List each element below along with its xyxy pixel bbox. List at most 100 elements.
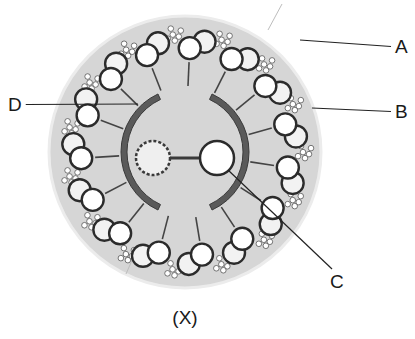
small-cell (131, 43, 137, 49)
small-cell (85, 74, 91, 80)
spoke-line (129, 204, 144, 223)
bundle-circle (254, 75, 276, 97)
central-bar (170, 157, 200, 160)
bundle-group (165, 217, 213, 278)
leader-line (228, 170, 332, 269)
small-cell (219, 261, 225, 267)
bundle-circle (191, 244, 213, 266)
small-cell (298, 193, 304, 199)
spoke-line (152, 68, 161, 90)
bundle-group (249, 113, 314, 161)
bundle-circle (277, 157, 299, 179)
bundle-circle (70, 147, 92, 169)
small-cell (170, 267, 176, 273)
small-cell (221, 43, 227, 49)
small-cell (65, 119, 71, 125)
small-cell (75, 170, 81, 176)
small-cell (302, 155, 308, 161)
bundle-circle (77, 104, 99, 126)
small-cell (295, 153, 301, 159)
small-cell (263, 68, 269, 74)
spoke-line (105, 182, 126, 193)
small-cell (168, 261, 174, 267)
small-cell (172, 38, 178, 44)
small-cell (214, 265, 220, 271)
bundle-group (236, 75, 304, 113)
bundle-circle (100, 68, 122, 90)
bundle-group (214, 207, 254, 273)
small-cell (172, 273, 178, 279)
small-cell (62, 178, 68, 184)
spoke-line (121, 89, 138, 106)
small-cell (121, 245, 127, 251)
leader-line (26, 103, 138, 105)
bundle-circle (109, 222, 131, 244)
spoke-line (249, 128, 272, 134)
bundle-circle (179, 37, 201, 59)
small-cell (217, 31, 223, 37)
small-cell (269, 58, 275, 64)
small-cell (123, 47, 129, 53)
small-cell (121, 41, 127, 47)
leader-line (300, 40, 391, 47)
central-circle (136, 141, 170, 175)
spoke-line (188, 62, 189, 86)
small-cell (87, 80, 93, 86)
small-cell (62, 129, 68, 135)
spoke-line (215, 72, 226, 93)
small-cell (263, 243, 269, 249)
spoke-line (221, 207, 234, 227)
small-cell (261, 62, 267, 68)
small-cell (298, 97, 304, 103)
small-cell (292, 107, 298, 113)
small-cell (292, 203, 298, 209)
small-cell (290, 197, 296, 203)
small-cell (217, 255, 223, 261)
spoke-line (236, 95, 255, 110)
small-cell (227, 33, 233, 39)
part-label: B (395, 102, 408, 121)
central-circle (200, 141, 234, 175)
small-cell (290, 101, 296, 107)
small-cell (125, 257, 131, 263)
bundle-circle (262, 197, 284, 219)
leader-line (312, 108, 391, 112)
bundle-circle (136, 44, 158, 66)
small-cell (308, 145, 314, 151)
part-label: A (395, 37, 408, 56)
figure-caption: (X) (172, 308, 197, 327)
bundle-circle (274, 113, 296, 135)
small-cell (285, 201, 291, 207)
bundle-group (136, 26, 184, 91)
small-cell (82, 222, 88, 228)
spoke-line (95, 156, 119, 157)
small-cell (256, 241, 262, 247)
small-cell (259, 56, 265, 62)
spoke-line (101, 120, 123, 128)
part-label: D (8, 95, 22, 114)
small-cell (87, 218, 93, 224)
small-cell (219, 37, 225, 43)
bundle-circle (221, 48, 243, 70)
small-cell (165, 271, 171, 277)
small-cell (261, 237, 267, 243)
section-outline (49, 16, 321, 288)
small-cell (65, 168, 71, 174)
faint-line (268, 4, 282, 30)
small-cell (221, 267, 227, 273)
small-cell (67, 125, 73, 131)
bundle-circle (82, 189, 104, 211)
spoke-line (162, 216, 168, 239)
small-cell (67, 174, 73, 180)
spoke-line (250, 162, 274, 166)
small-cell (170, 32, 176, 38)
small-cell (118, 255, 124, 261)
small-cell (123, 251, 129, 257)
bundle-circle (231, 228, 253, 250)
spoke-line (196, 217, 200, 241)
bundle-group (62, 168, 127, 211)
small-cell (168, 26, 174, 32)
small-cell (85, 212, 91, 218)
